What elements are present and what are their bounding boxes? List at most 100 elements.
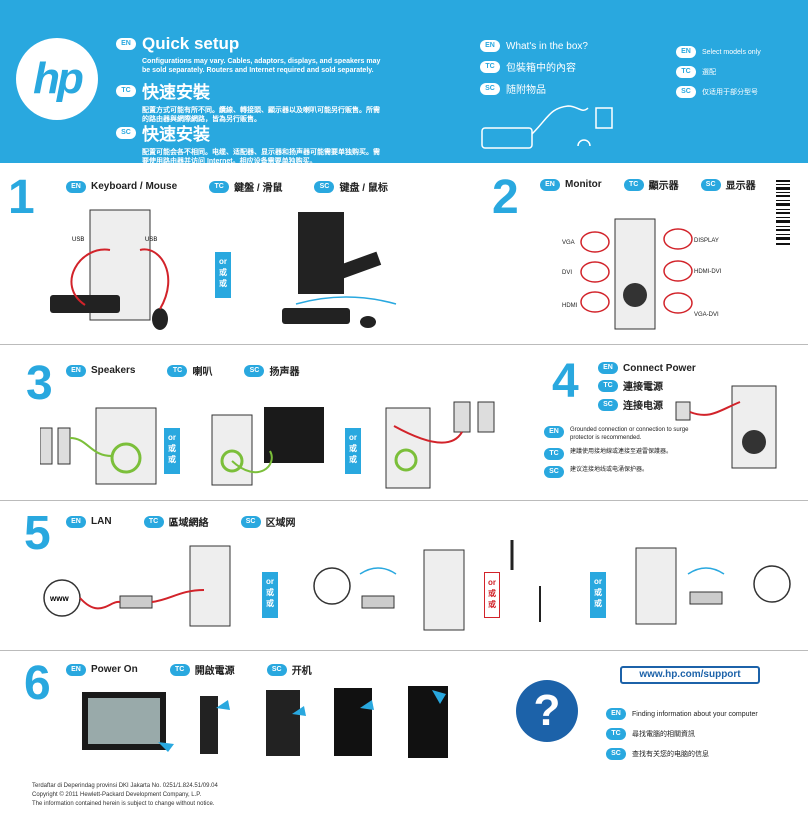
speaker-icon: [40, 427, 53, 465]
arrow-icon: [292, 706, 306, 716]
box-text: What's in the box?: [506, 40, 588, 52]
quick-setup-text: 配置方式可能有所不同。纜線、轉接頭、顯示器以及喇叭可能另行販售。所需的路由器與網…: [142, 107, 380, 123]
cable-icon: [69, 437, 113, 457]
mouse-icon: [577, 139, 591, 147]
audio-port-icon: [394, 448, 418, 472]
wireless-wave-icon: [687, 567, 725, 575]
step-label: 喇叭: [192, 367, 213, 378]
port-label: HDMI: [562, 303, 578, 309]
step-5-wired-lan-illustration: www: [43, 545, 231, 627]
fan-icon: [742, 430, 766, 454]
arrow-icon: [432, 690, 446, 704]
hp-logo: hp: [16, 38, 98, 120]
cable-icon: [231, 450, 273, 474]
document-icon: [595, 107, 613, 129]
keyboard-icon: [481, 127, 533, 149]
step-5-number: 5: [24, 507, 51, 560]
step-4-power-illustration: [675, 385, 777, 469]
port-label: VGA: [562, 240, 575, 246]
lang-tag: TC: [676, 66, 696, 78]
cable-icon: [70, 248, 111, 306]
port-label: HDMI-DVI: [694, 269, 722, 275]
box-text: 随附物品: [506, 85, 546, 96]
step-label: 連接電源: [623, 382, 663, 393]
lang-tag: TC: [169, 663, 190, 676]
router-icon: [361, 595, 395, 609]
wireless-wave-icon: [295, 296, 397, 305]
arrow-icon: [158, 742, 174, 752]
mouse-icon: [360, 316, 376, 328]
wall-outlet-icon: [675, 401, 691, 421]
lang-tag: EN: [66, 515, 86, 528]
power-cord-icon: [531, 105, 589, 135]
step-label: LAN: [91, 516, 112, 527]
fan-icon: [623, 283, 647, 307]
lang-tag: EN: [598, 362, 618, 374]
step-4-number: 4: [552, 355, 579, 408]
receiver-icon: [338, 251, 382, 279]
step-label: 顯示器: [648, 181, 679, 192]
lang-tag: EN: [66, 364, 86, 377]
step-3-usb-speakers-illustration: [385, 401, 495, 489]
select-text: 仅适用于部分型号: [702, 89, 758, 96]
quick-setup-title: 快速安装: [142, 125, 210, 144]
support-url-link[interactable]: www.hp.com/support: [620, 666, 760, 684]
router-icon: [689, 591, 723, 605]
step-6-power-on-illustration: [82, 686, 448, 758]
keyboard-icon: [282, 308, 350, 324]
port-label: DISPLAY: [694, 238, 719, 244]
tower-icon: [266, 690, 300, 756]
internet-globe-icon: [313, 567, 351, 605]
www-label: www: [49, 594, 69, 603]
step-label: Keyboard / Mouse: [91, 181, 178, 192]
lang-tag: EN: [480, 40, 500, 52]
lang-tag: EN: [676, 46, 696, 58]
step-3-monitor-speakers-illustration: [211, 407, 324, 486]
section-divider: [0, 650, 808, 651]
step-label: 區域網絡: [168, 518, 209, 529]
router-icon: [119, 595, 153, 609]
lang-tag: SC: [676, 86, 696, 98]
footer-line: Copyright © 2011 Hewlett-Packard Develop…: [32, 792, 202, 798]
step-label: Monitor: [565, 179, 602, 190]
tower-icon: [614, 218, 656, 330]
help-text: 查找有关您的电脑的信息: [632, 751, 709, 758]
step-label: Connect Power: [623, 362, 696, 374]
quick-setup-title: 快速安裝: [142, 83, 210, 102]
tower-icon: [423, 549, 465, 631]
step-3-speakers-illustration: [40, 407, 157, 485]
step-label: Speakers: [91, 365, 136, 376]
lang-tag: SC: [240, 515, 261, 528]
lang-tag: TC: [167, 364, 188, 377]
box-text: 包裝箱中的內容: [506, 63, 576, 74]
usb-label: USB: [72, 237, 84, 243]
step-label: 连接电源: [623, 401, 663, 412]
lang-tag: SC: [606, 748, 626, 760]
lang-tag: TC: [598, 379, 618, 392]
step-label: 扬声器: [269, 367, 300, 378]
slim-tower-icon: [200, 696, 218, 754]
cable-icon: [139, 248, 170, 310]
lang-tag: TC: [623, 178, 644, 191]
port-label: DVI: [562, 270, 572, 276]
lang-tag: EN: [116, 38, 136, 50]
step-1-wired-illustration: USB USB: [50, 209, 170, 330]
speaker-icon: [453, 401, 471, 433]
display-connector-icon: [663, 228, 693, 250]
arrow-icon: [360, 700, 374, 710]
mouse-icon: [152, 308, 168, 330]
